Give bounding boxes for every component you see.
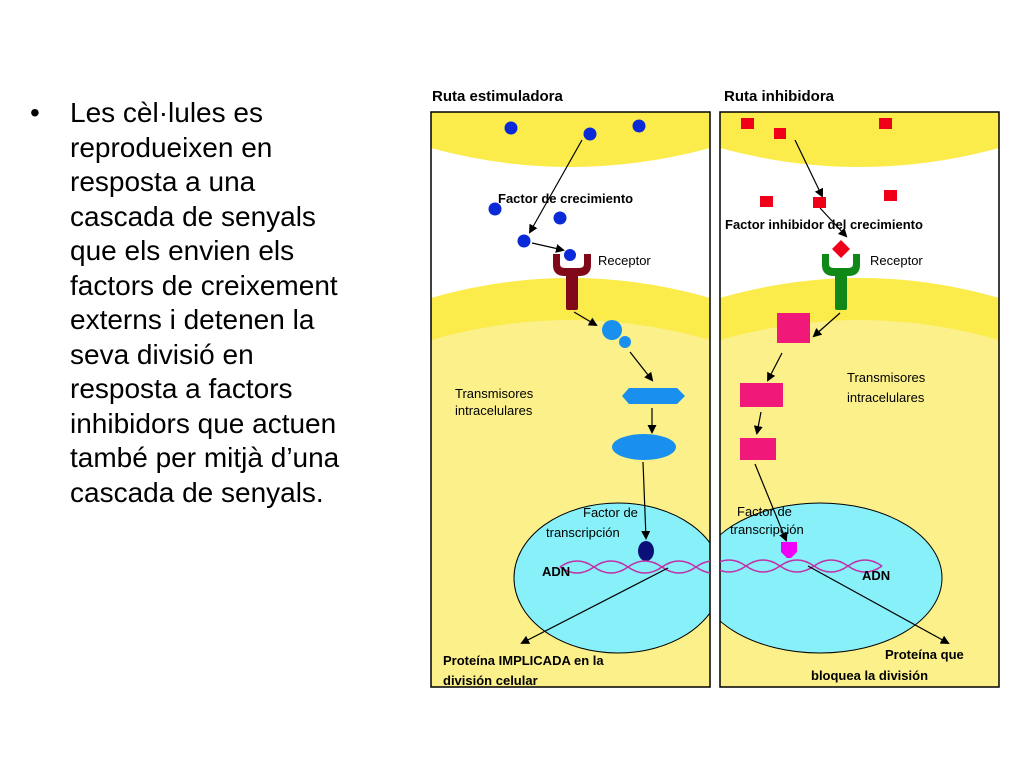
right-panel-title: Ruta inhibidora [724, 88, 835, 105]
activation-arrow [812, 312, 841, 338]
inhibitor-ligand [884, 190, 897, 201]
growth-factor-ligand [583, 127, 597, 141]
growth-factor-ligand [488, 202, 502, 216]
intracellular-transmitter [602, 320, 631, 348]
left-panel-title: Ruta estimuladora [432, 88, 564, 105]
growth-factor-ligand [504, 121, 518, 135]
left-tf-label-2: transcripción [546, 525, 620, 540]
gene-expression-arrow [807, 565, 950, 644]
activation-arrow [573, 311, 598, 327]
growth-factor-label: Factor de crecimiento [498, 191, 633, 206]
right-protein-label-1: Proteína que [885, 647, 964, 662]
inhibitor-ligand [879, 118, 892, 129]
inhibitor-factor-label: Factor inhibidor del crecimiento [725, 217, 923, 232]
right-panel-border [719, 111, 1000, 688]
right-tf-label-1: Factor de [737, 504, 792, 519]
transcription-factor [781, 542, 797, 558]
left-dna-label: ADN [542, 564, 570, 579]
inhibitor-ligand [741, 118, 754, 129]
bullet-text: Les cèl·lules es reprodueixen en respost… [70, 97, 340, 508]
intracellular-transmitter [777, 313, 810, 343]
inhibitor-ligand [813, 197, 826, 208]
binding-arrow [819, 207, 848, 238]
intracellular-transmitter [612, 434, 676, 460]
cascade-arrow [767, 352, 783, 382]
right-transmitters-label-1: Transmisores [847, 370, 926, 385]
left-transmitters-label-2: intracelulares [455, 403, 533, 418]
transcription-factor [638, 541, 654, 561]
bound-inhibitor [832, 240, 850, 258]
ligand-arrow [529, 139, 583, 234]
cascade-arrow [753, 411, 763, 435]
inhibitor-ligand [774, 128, 786, 139]
left-nucleus [513, 502, 710, 654]
right-dna-label: ADN [862, 568, 890, 583]
left-tf-label-1: Factor de [583, 505, 638, 520]
cascade-arrow [754, 463, 788, 542]
right-panel: Factor inhibidor del crecimiento Recepto… [719, 111, 1000, 688]
growth-factor-ligand [517, 234, 531, 248]
bullet-symbol: • [30, 97, 40, 128]
growth-factor-receptor [553, 254, 591, 310]
inhibitor-ligand [760, 196, 773, 207]
right-dna [720, 559, 883, 573]
ligand-arrow [794, 139, 824, 198]
binding-arrow [531, 242, 565, 253]
inhibitor-receptor [822, 254, 860, 310]
left-transmitters-label-1: Transmisores [455, 386, 534, 401]
right-receptor-label: Receptor [870, 253, 923, 268]
intracellular-transmitter [622, 388, 685, 404]
left-panel-border [430, 111, 711, 688]
cascade-arrow [641, 461, 651, 540]
left-dna [559, 560, 710, 574]
intracellular-transmitter [740, 383, 783, 407]
right-tf-label-2: transcripción [730, 522, 804, 537]
cascade-arrow [629, 351, 654, 382]
right-protein-label-2: bloquea la división [811, 668, 928, 683]
left-panel: Factor de crecimiento Receptor Transmiso… [430, 111, 711, 688]
left-protein-label-2: división celular [443, 673, 538, 688]
gene-expression-arrow [520, 567, 669, 644]
bound-growth-factor [564, 249, 576, 261]
right-transmitters-label-2: intracelulares [847, 390, 925, 405]
growth-factor-ligand [553, 211, 567, 225]
intracellular-transmitter [740, 438, 776, 460]
left-receptor-label: Receptor [598, 253, 651, 268]
right-outer-membrane [720, 112, 999, 167]
left-protein-label-1: Proteína IMPLICADA en la [443, 653, 604, 668]
growth-factor-ligand [632, 119, 646, 133]
